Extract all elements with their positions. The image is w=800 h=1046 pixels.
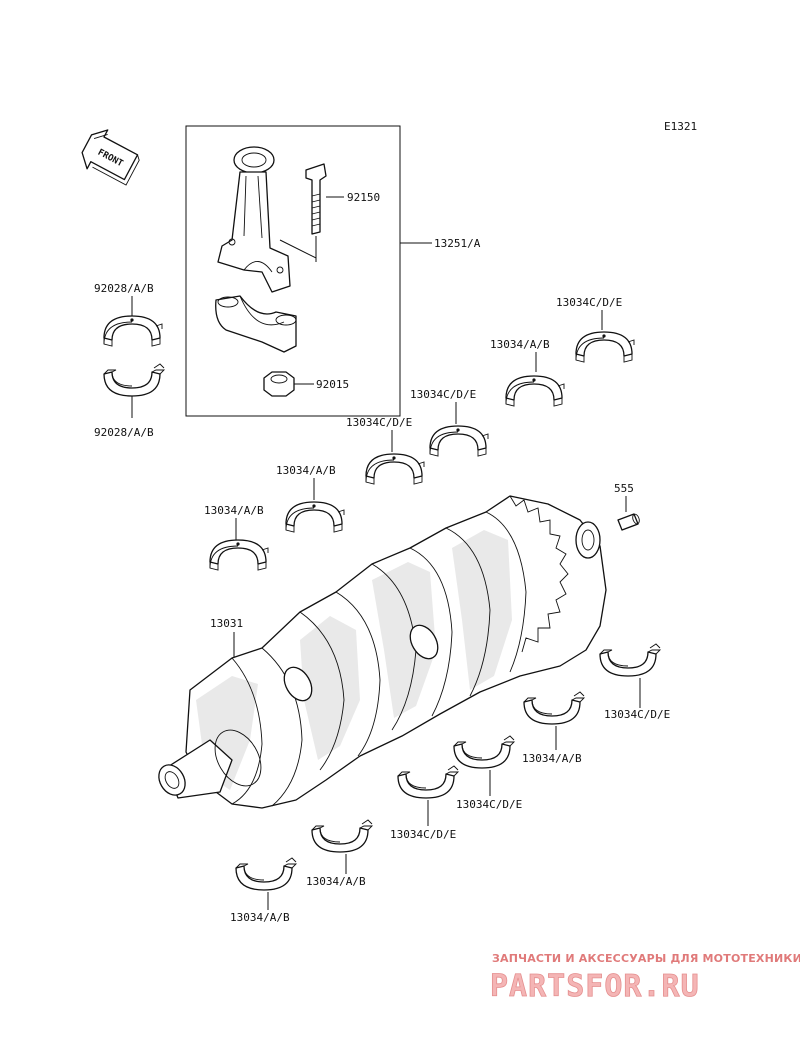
main-bearing-5 xyxy=(505,375,565,407)
watermark: ЗАПЧАСТИ И АКСЕССУАРЫ ДЛЯ МОТОТЕХНИКИ PA… xyxy=(490,952,800,1004)
main-bearing-4-label: 13034C/D/E xyxy=(410,388,476,401)
main-bearing-2-label: 13034/A/B xyxy=(276,464,336,477)
main-bearing-2 xyxy=(285,501,345,533)
lower-bearing-5-label: 13034/A/B xyxy=(306,875,366,888)
crankshaft xyxy=(158,495,607,809)
watermark-tagline: ЗАПЧАСТИ И АКСЕССУАРЫ ДЛЯ МОТОТЕХНИКИ xyxy=(492,952,800,965)
main-bearing-4 xyxy=(429,425,489,457)
main-bearing-3 xyxy=(365,453,425,485)
main-bearing-5-label: 13034/A/B xyxy=(490,338,550,351)
lower-bearing-1 xyxy=(599,643,661,677)
lower-bearing-4-label: 13034C/D/E xyxy=(390,828,456,841)
lower-bearing-4 xyxy=(397,765,459,799)
main-bearing-3-label: 13034C/D/E xyxy=(346,416,412,429)
lower-bearing-6 xyxy=(235,857,297,891)
lower-bearing-1-label: 13034C/D/E xyxy=(604,708,670,721)
front-arrow-icon: FRONT xyxy=(81,129,140,186)
main-bearing-1-label: 13034/A/B xyxy=(204,504,264,517)
main-bearing-6 xyxy=(575,331,635,363)
bolt-label: 92150 xyxy=(347,191,380,204)
conrod-bearing-upper-shell xyxy=(103,315,163,347)
conrod-bearing-lower-shell xyxy=(103,363,165,397)
conrod-bearing-bottom-label: 92028/A/B xyxy=(94,426,154,439)
conrod-bearing-top-label: 92028/A/B xyxy=(94,282,154,295)
diagram-ref-code: E1321 xyxy=(664,120,697,133)
main-bearing-1 xyxy=(209,539,269,571)
nut-label: 92015 xyxy=(316,378,349,391)
lower-bearing-5 xyxy=(311,819,373,853)
connecting-rod xyxy=(217,146,291,293)
conrod-nut xyxy=(263,371,314,397)
dowel-pin-label: 555 xyxy=(614,482,634,495)
lower-bearing-2-label: 13034/A/B xyxy=(522,752,582,765)
watermark-logo: PARTSFOR.RU xyxy=(490,969,700,1004)
lower-bearing-2 xyxy=(523,691,585,725)
crankshaft-label: 13031 xyxy=(210,617,243,630)
conrod-bolt xyxy=(279,163,344,262)
lower-bearing-6-label: 13034/A/B xyxy=(230,911,290,924)
lower-bearing-3 xyxy=(453,735,515,769)
dowel-pin xyxy=(617,513,640,531)
lower-bearing-3-label: 13034C/D/E xyxy=(456,798,522,811)
conrod-assy-label: 13251/A xyxy=(434,237,481,250)
connecting-rod-cap xyxy=(215,295,297,353)
conrod-assembly-box xyxy=(185,125,432,417)
main-bearing-6-label: 13034C/D/E xyxy=(556,296,622,309)
